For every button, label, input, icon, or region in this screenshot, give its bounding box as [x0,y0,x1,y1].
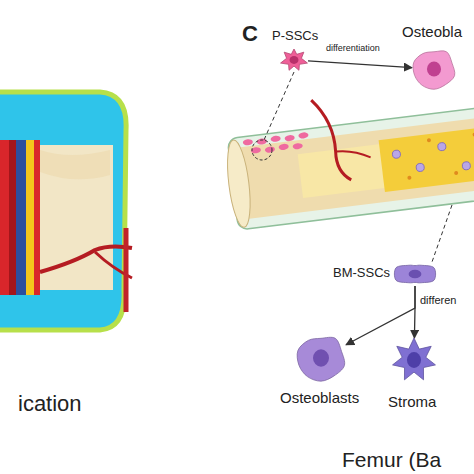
cell-shape [412,48,456,90]
cell-node: BM-SSCs [395,262,435,286]
cell-body [297,337,345,381]
edge-label: differen [420,294,457,306]
bone-illustration [0,92,132,330]
cell-label: Stroma [388,394,436,411]
cell-node: P-SSCs [280,49,308,71]
panel-caption: Femur (Ba [342,448,441,471]
differentiation-arrow [308,61,412,68]
panel-caption: ication [18,392,82,416]
cell-body [394,265,435,283]
cell-body [413,51,455,89]
cell-shape [392,338,436,382]
panel-letter: C [242,22,258,46]
cell-body [393,338,436,380]
differentiation-arrow [414,286,416,338]
cell-body [281,49,308,70]
cell-nucleus [290,56,299,64]
cell-nucleus [313,349,329,366]
cell-label: BM-SSCs [333,266,390,280]
cell-node: Osteoblasts [296,334,346,382]
cell-node: Stroma [392,338,436,382]
cell-nucleus [409,270,422,279]
cell-node: Osteobla [412,48,456,90]
cell-label: Osteoblasts [280,390,359,407]
cell-shape [296,334,346,382]
cell-nucleus [407,352,421,368]
femur-illustration [220,78,474,230]
cell-nucleus [427,61,441,76]
cell-shape [395,262,435,286]
edge-label: differentiation [326,44,380,54]
differentiation-arrow [346,286,415,345]
cell-label: P-SSCs [272,29,318,43]
cell-shape [280,49,308,71]
cell-label: Osteobla [402,24,462,41]
